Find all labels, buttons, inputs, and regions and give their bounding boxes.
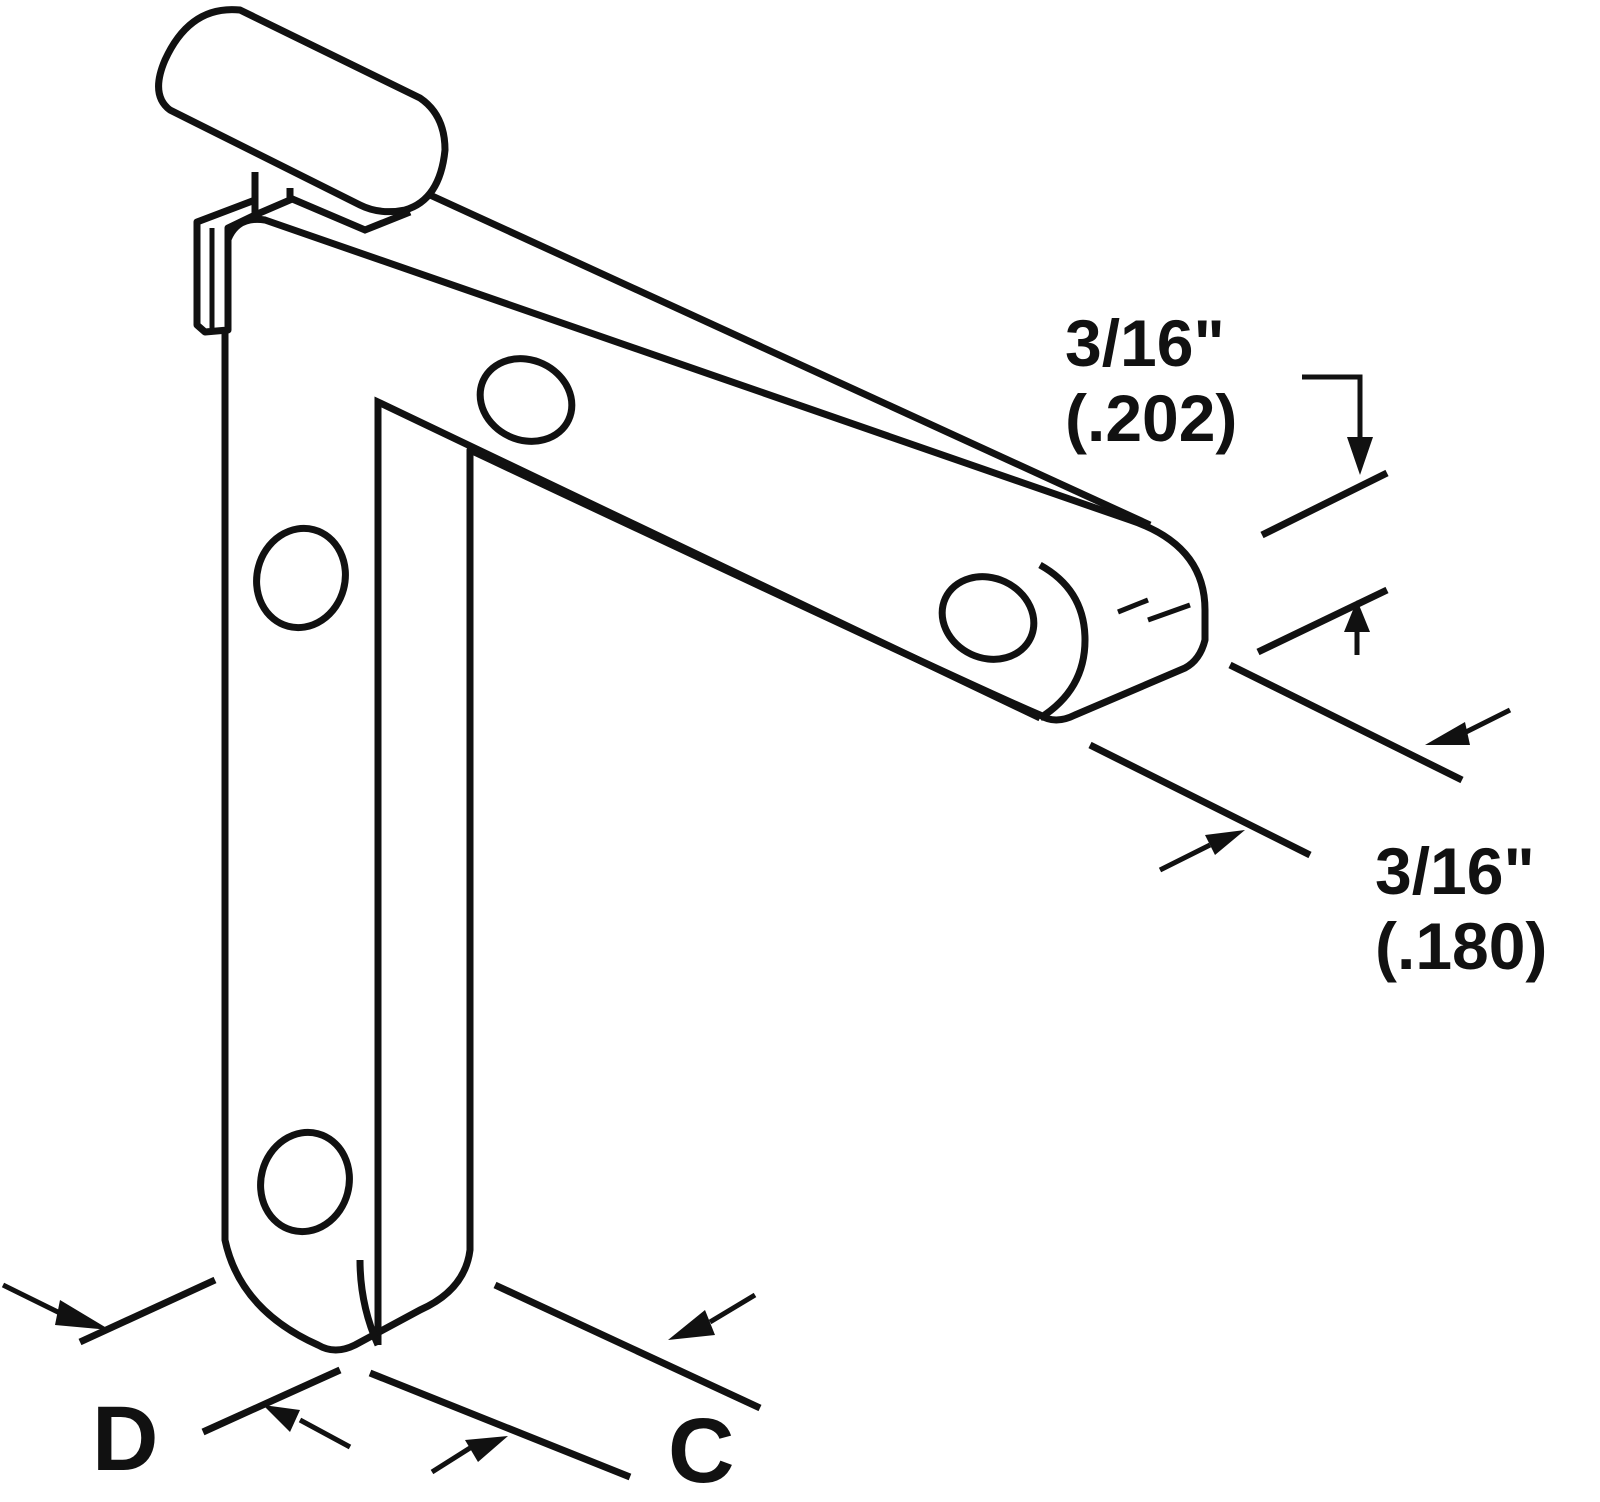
- arm-back-edge: [428, 191, 1152, 529]
- dim-top-arrowhead-up: [1344, 600, 1370, 632]
- dim-right-ext-line-2: [1088, 741, 1312, 859]
- dim-c-arrow-1-shaft: [708, 1292, 757, 1325]
- dim-c-ext-line-1: [493, 1281, 762, 1412]
- latch-stem-bottom: [288, 194, 412, 234]
- dim-top-decimal: (.202): [1065, 381, 1238, 455]
- dim-right-arrow-1-shaft: [1458, 707, 1512, 738]
- dim-d-ext-line-2: [201, 1366, 342, 1436]
- end-mark-2: [1147, 602, 1191, 623]
- dim-c-arrowhead-1: [668, 1310, 715, 1340]
- dim-right-arrow-2-shaft: [1158, 842, 1212, 873]
- dim-right-fraction: 3/16": [1375, 834, 1535, 908]
- dim-c-arrow-2-shaft: [430, 1445, 472, 1475]
- hole-top-arm: [476, 355, 576, 445]
- arm-end-cap: [1038, 561, 1089, 721]
- dim-label-d: D: [92, 1388, 159, 1490]
- leg-end-cap: [356, 1259, 382, 1347]
- dim-right-decimal: (.180): [1375, 909, 1548, 983]
- dim-right-arrowhead-2: [1205, 830, 1245, 855]
- dim-c-ext-line-2: [368, 1369, 632, 1481]
- dim-right-arrowhead-1: [1425, 722, 1470, 745]
- bracket-inner-edge: [374, 396, 1042, 1345]
- latch-stem: [251, 172, 294, 221]
- dim-d-arrowhead-2: [263, 1405, 300, 1432]
- end-mark-1: [1117, 597, 1149, 615]
- dim-top-ext-line-2: [1256, 586, 1389, 656]
- dim-d-arrow-2-shaft: [298, 1417, 352, 1450]
- hole-leg-upper: [253, 524, 349, 632]
- dim-top-fraction: 3/16": [1065, 306, 1225, 380]
- dim-top-ext-line-1: [1260, 469, 1389, 539]
- dim-c-arrowhead-2: [465, 1436, 508, 1462]
- dim-right-ext-line-1: [1228, 661, 1464, 784]
- dim-top-arrowhead-down: [1347, 437, 1373, 475]
- hole-arm-end: [938, 573, 1038, 663]
- bracket-front-face: [221, 215, 1209, 1354]
- dim-top-leader: [1302, 374, 1363, 440]
- hole-leg-lower: [257, 1128, 353, 1236]
- dim-d-ext-line-1: [78, 1276, 217, 1346]
- dim-label-c: C: [668, 1400, 735, 1502]
- dim-d-arrowhead-1: [55, 1300, 110, 1330]
- latch-knob: [155, 6, 449, 216]
